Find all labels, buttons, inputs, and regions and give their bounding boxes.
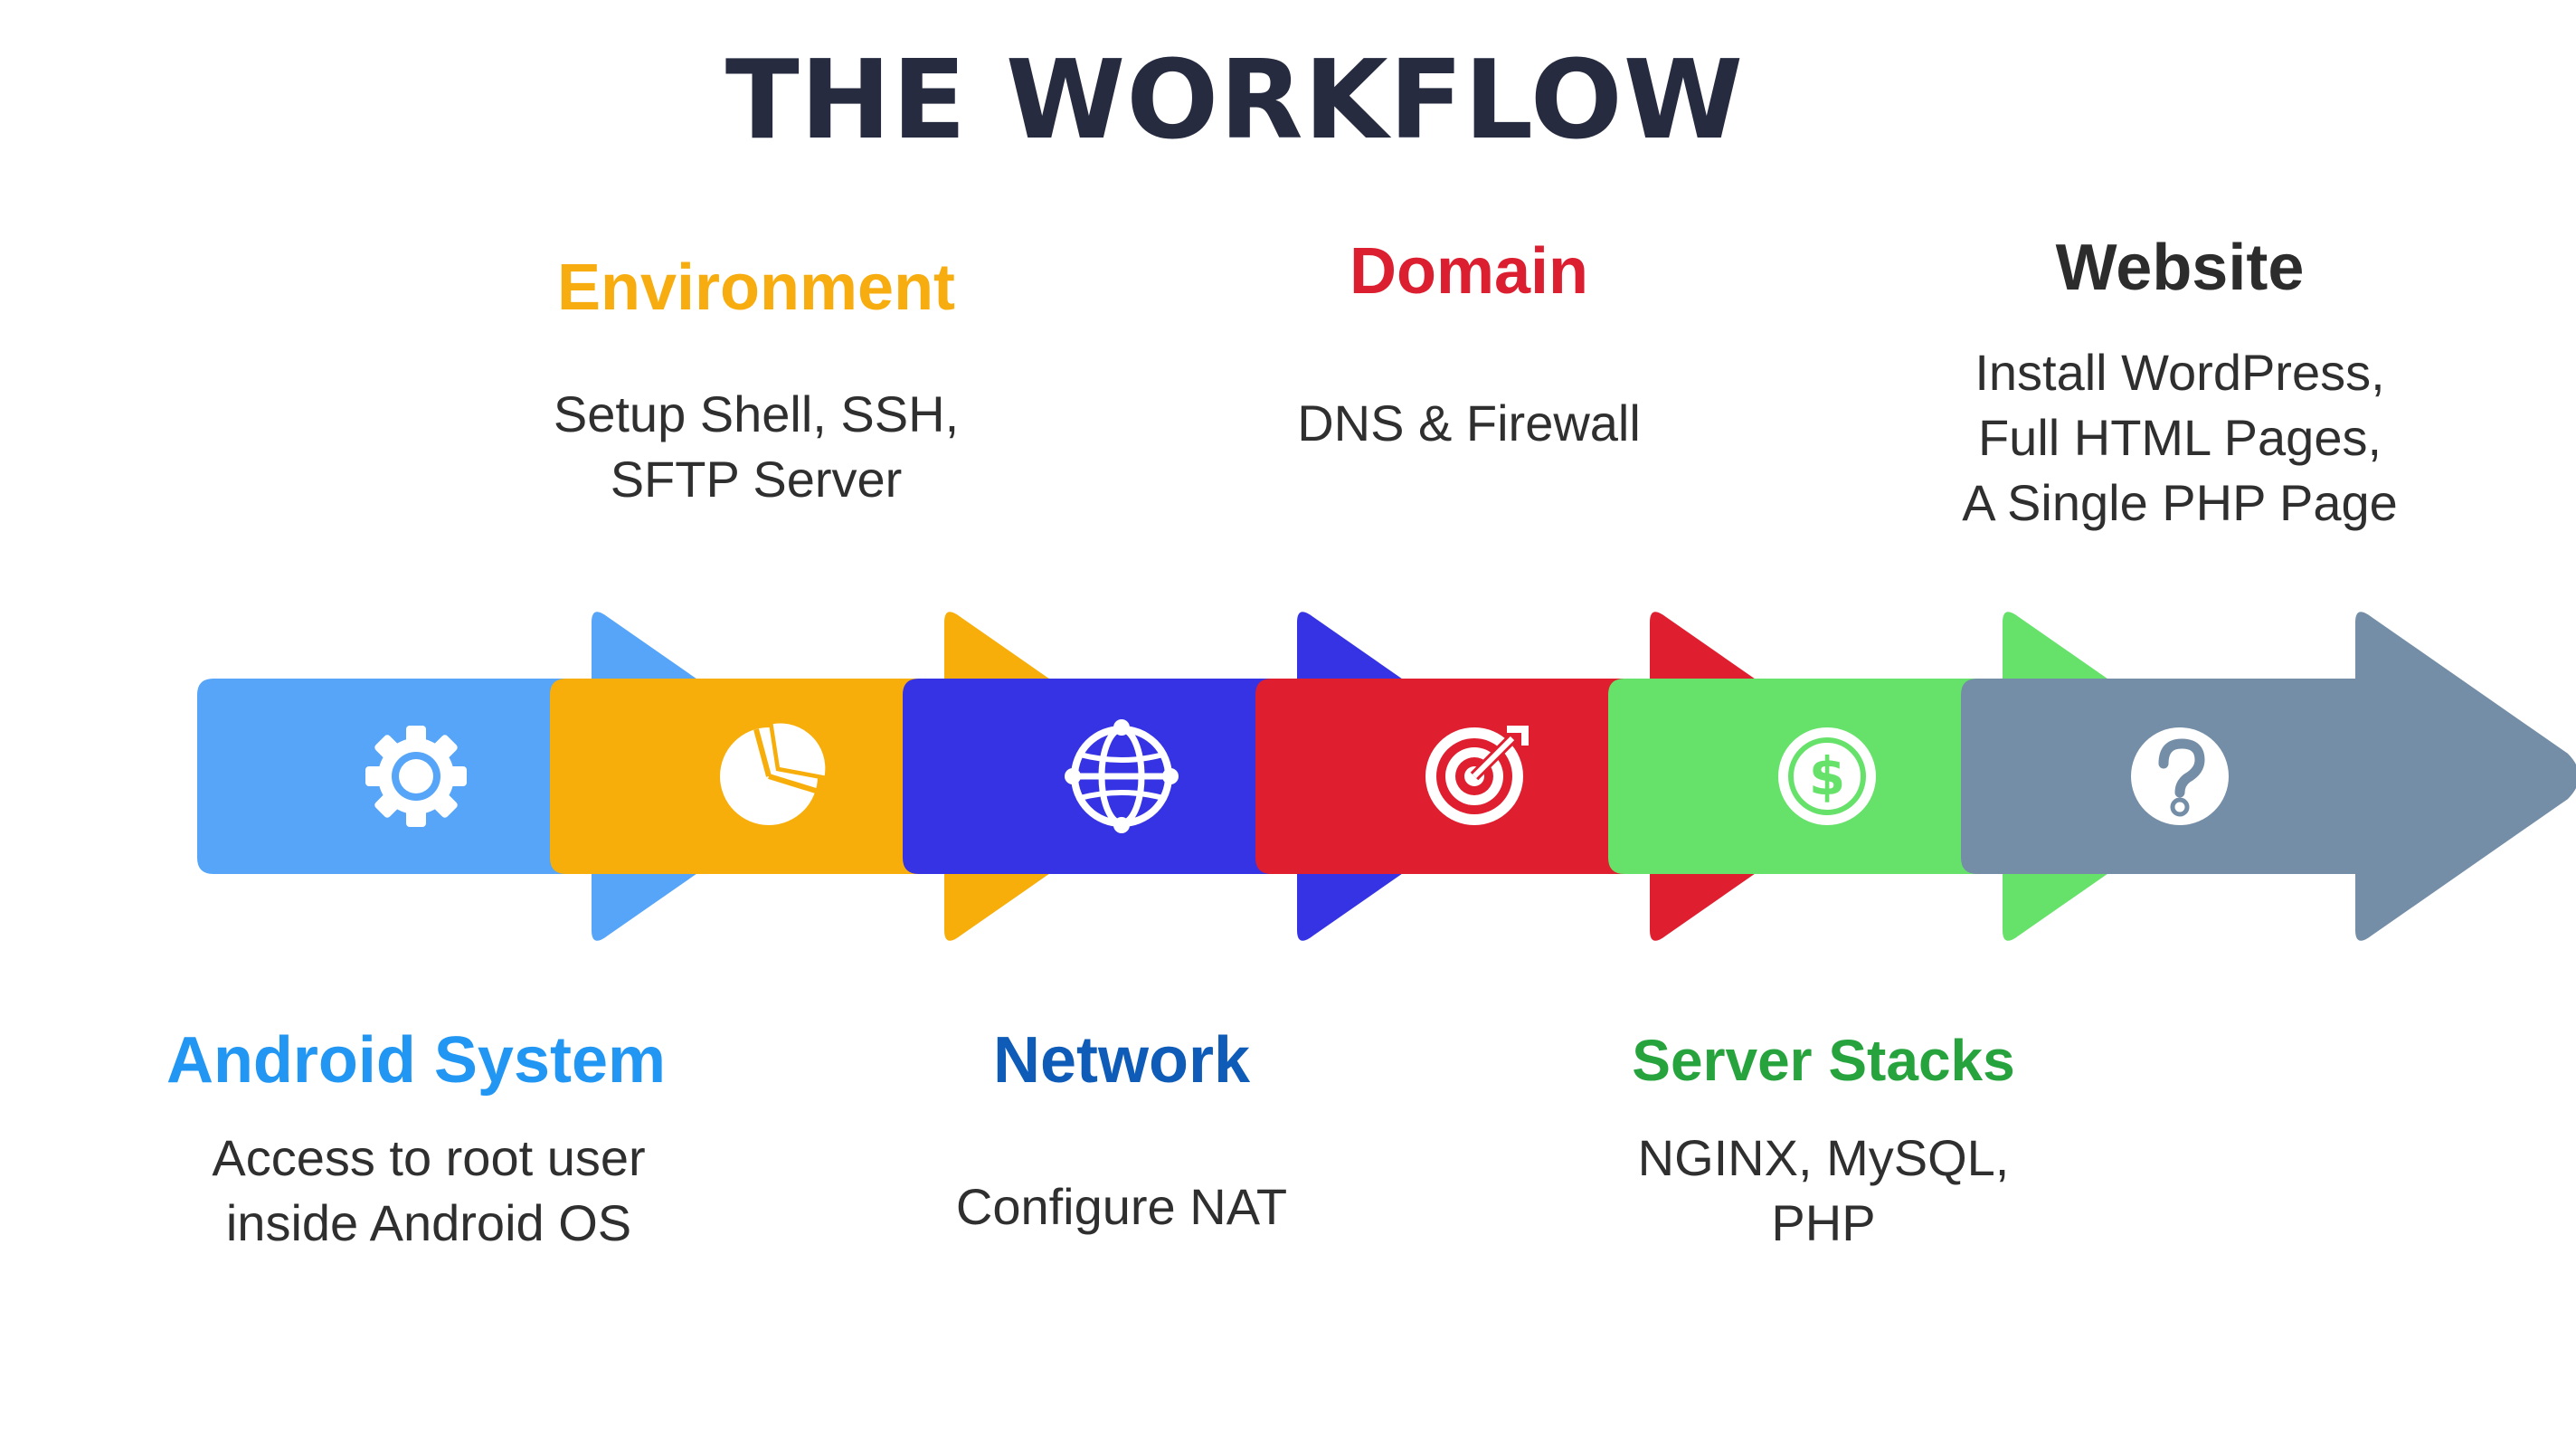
step-description-line: Full HTML Pages, bbox=[1977, 409, 2382, 466]
arrow-website bbox=[1961, 612, 2576, 941]
dollar-coin-icon: $ bbox=[1778, 727, 1876, 825]
target-icon bbox=[1425, 726, 1529, 825]
svg-text:$: $ bbox=[1809, 746, 1845, 807]
step-description-line: Setup Shell, SSH, bbox=[553, 385, 960, 442]
step-description-line: SFTP Server bbox=[610, 451, 903, 508]
gear-icon bbox=[365, 726, 467, 827]
globe-icon bbox=[1065, 719, 1179, 833]
step-description-line: Configure NAT bbox=[955, 1178, 1288, 1235]
step-description-line: A Single PHP Page bbox=[1962, 474, 2398, 531]
step-description-server-stacks: NGINX, MySQL, PHP bbox=[1480, 1126, 2167, 1256]
step-label-android-system: Android System bbox=[166, 1024, 667, 1097]
step-description-line: Access to root user bbox=[212, 1129, 646, 1186]
step-label-environment: Environment bbox=[556, 252, 956, 324]
step-description-line: Install WordPress, bbox=[1975, 344, 2385, 401]
page-title: THE WORKFLOW bbox=[724, 38, 1745, 164]
step-description-line: DNS & Firewall bbox=[1297, 394, 1641, 451]
step-label-network: Network bbox=[992, 1024, 1251, 1097]
step-label-domain: Domain bbox=[1349, 235, 1589, 308]
step-label-server-stacks: Server Stacks bbox=[1632, 1028, 2015, 1093]
step-description-android-system: Access to root user inside Android OS bbox=[85, 1126, 772, 1256]
step-description-line: NGINX, MySQL, bbox=[1637, 1129, 2010, 1186]
pie-chart-icon bbox=[720, 723, 826, 825]
step-description-website: Install WordPress, Full HTML Pages, A Si… bbox=[1836, 340, 2524, 536]
step-label-website: Website bbox=[2055, 232, 2305, 304]
question-icon bbox=[2131, 727, 2229, 825]
step-description-line: PHP bbox=[1771, 1194, 1876, 1251]
step-description-line: inside Android OS bbox=[225, 1194, 632, 1251]
step-description-environment: Setup Shell, SSH, SFTP Server bbox=[412, 382, 1100, 512]
step-description-domain: DNS & Firewall bbox=[1125, 391, 1813, 456]
step-description-network: Configure NAT bbox=[778, 1174, 1465, 1240]
